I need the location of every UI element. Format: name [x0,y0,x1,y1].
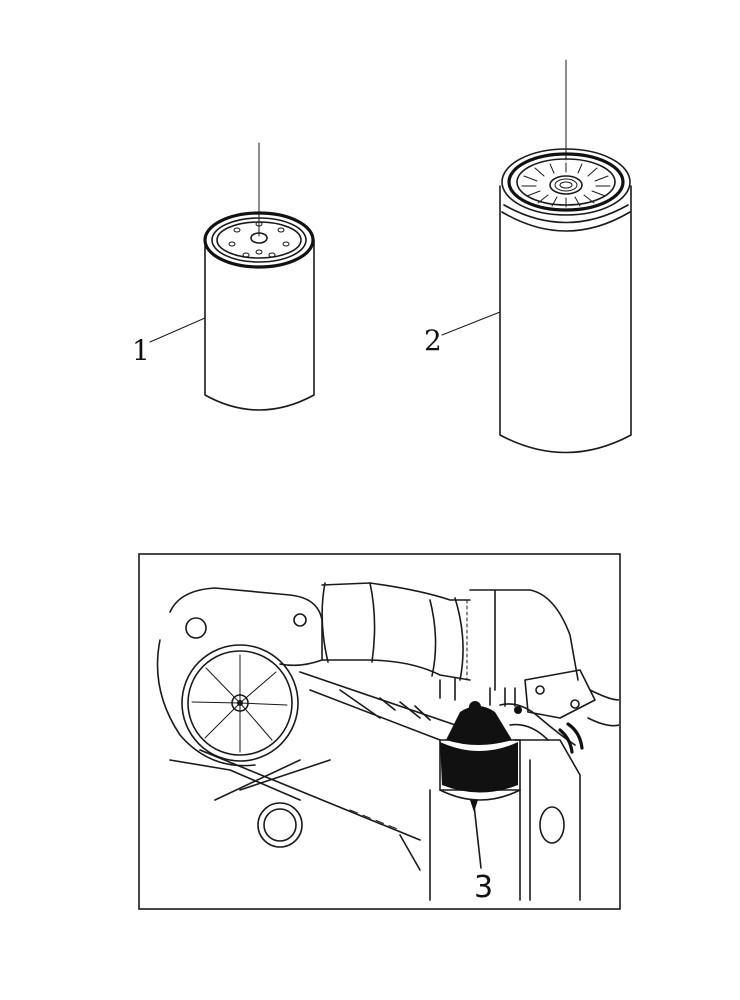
filter-2: 2 [424,59,632,454]
filter-3-seal-band [440,742,518,793]
filter-2-inlet-slots [521,162,611,208]
filter-1-gasket [203,211,315,269]
filter-2-canister [499,185,632,454]
engine-block [169,749,421,871]
mounted-filter [429,701,584,901]
filter-2-callout-leader [441,311,501,336]
engine-detail-panel: 3 [138,553,621,910]
detail-frame [138,553,621,910]
valve-cover [299,671,516,741]
filter-1-canister [204,239,315,411]
filter-2-gasket [507,152,625,212]
filter-1: 1 [132,142,315,411]
turbine-blades [191,654,288,753]
filter-1-callout-leader [149,317,206,343]
bracket-hole [539,806,565,844]
intake-manifold [469,589,619,727]
filter-2-center-port [549,175,583,195]
filter-3-callout-label: 3 [474,870,493,905]
filter-2-callout-label: 2 [424,324,442,357]
filter-1-inlet-holes [228,221,290,258]
intake-hose [321,582,471,681]
filter-1-center-port [250,232,268,244]
filter-3-callout-leader [473,804,482,869]
filter-1-callout-label: 1 [132,334,150,367]
turbocharger [156,587,323,767]
filter-3-cap [446,706,512,745]
